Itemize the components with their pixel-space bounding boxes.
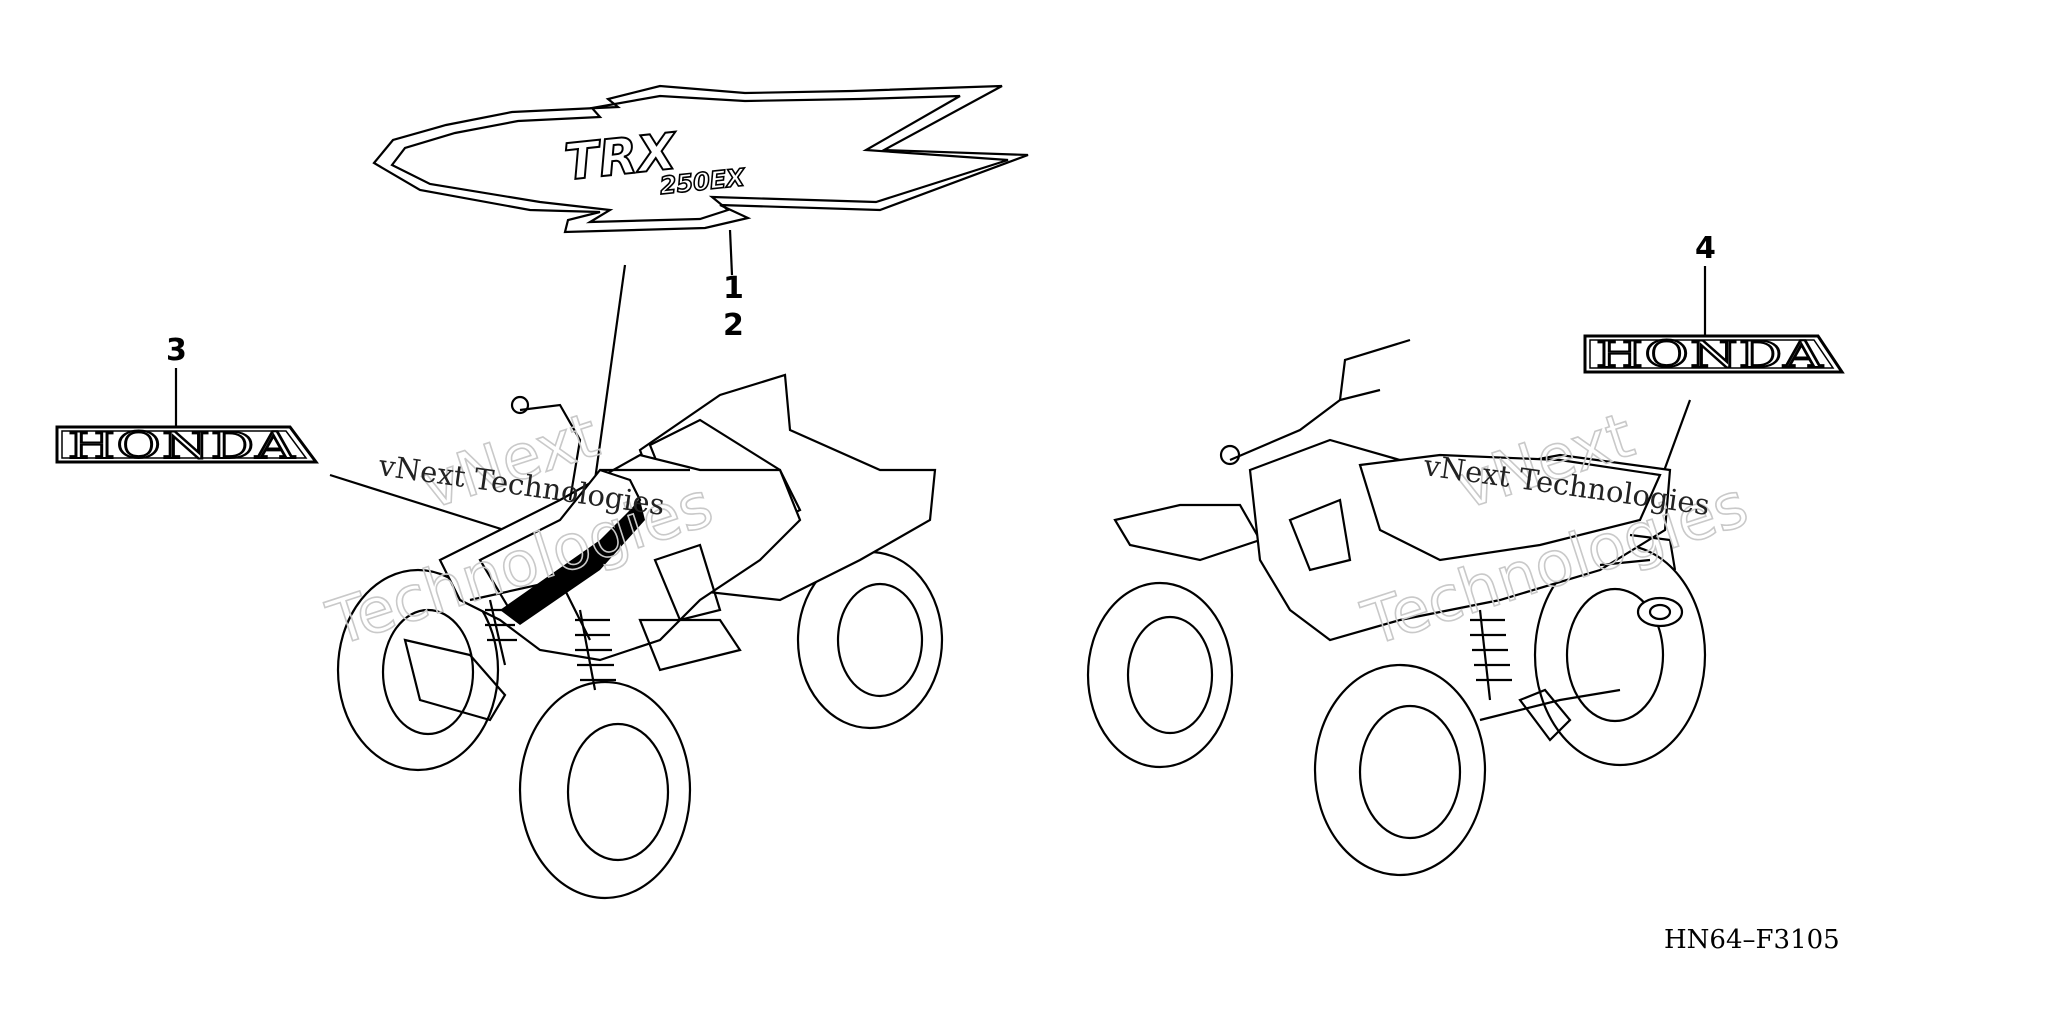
trx-logo-text: TRX [562,122,681,192]
emblem-right-text: HONDA [1596,335,1824,376]
callout-1[interactable]: 1 [723,271,744,306]
leader-line-3b [329,473,521,537]
atv-rear-view [1086,338,1707,877]
figure-code: HN64–F3105 [1664,925,1840,955]
honda-emblem-left: HONDA [55,425,319,468]
callout-4[interactable]: 4 [1695,231,1716,266]
callout-3[interactable]: 3 [166,333,187,368]
atv-front-view [336,373,944,900]
leader-line-1 [728,229,734,276]
callout-2[interactable]: 2 [723,308,744,343]
emblem-left-text: HONDA [68,426,296,467]
honda-emblem-right: HONDA [1583,334,1845,377]
trx-stripe-decal: TRX 250EX [372,84,1029,234]
